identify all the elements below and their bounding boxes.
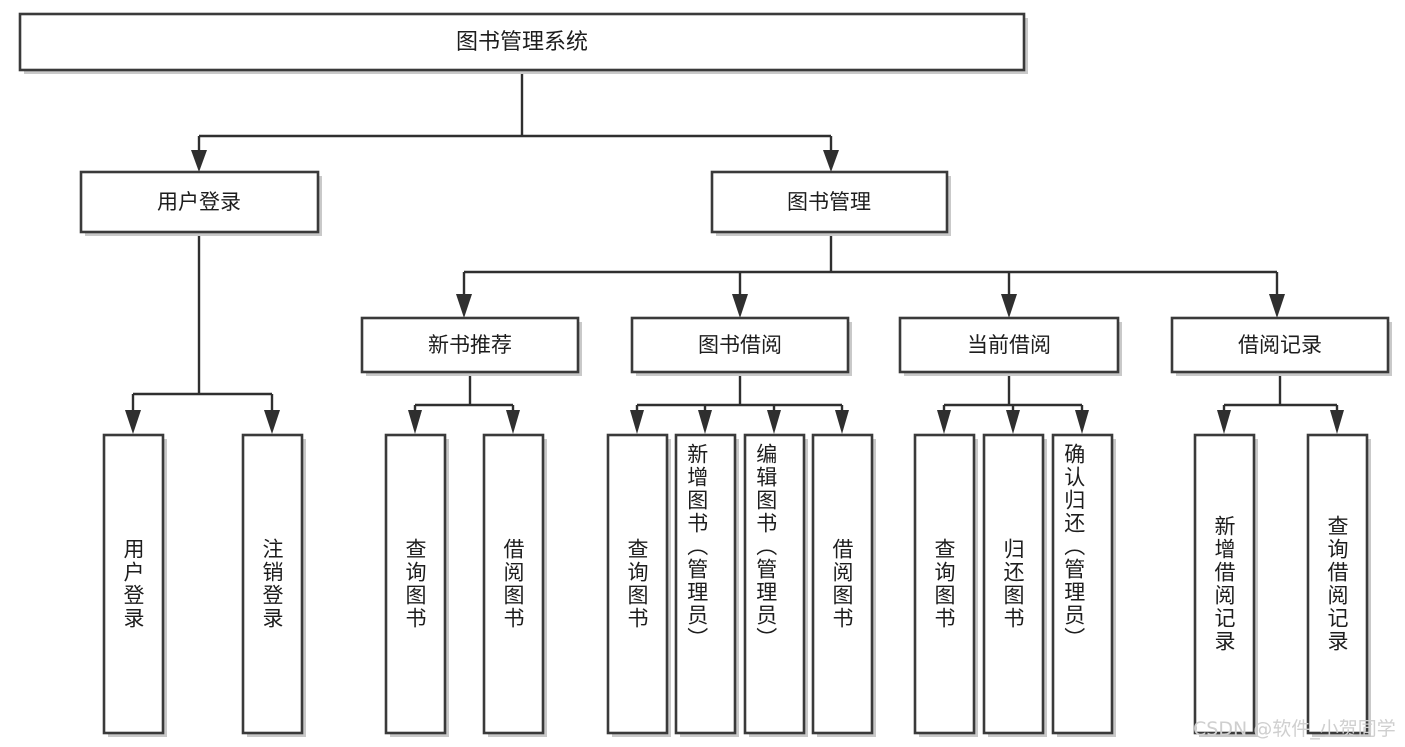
arrow-current-borrow-leaf-1 bbox=[937, 410, 951, 434]
arrow-to-current-borrow bbox=[1001, 294, 1017, 318]
leaf-current-borrow-2[interactable]: 归还图书 bbox=[982, 433, 1047, 737]
arrow-to-book-management bbox=[823, 150, 839, 172]
node-new-book-recommend[interactable]: 新书推荐 bbox=[360, 316, 582, 376]
leaf-label: 查询图书 bbox=[403, 538, 427, 630]
leaf-current-borrow-1[interactable]: 查询图书 bbox=[913, 433, 978, 737]
book-borrow-label: 图书借阅 bbox=[698, 333, 782, 357]
book-management-label: 图书管理 bbox=[787, 190, 871, 214]
leaf-box bbox=[1051, 433, 1114, 735]
arrow-borrow-record-leaf-1 bbox=[1217, 410, 1231, 434]
user-login-box bbox=[79, 170, 320, 234]
leaf-label: 查询借阅记录 bbox=[1325, 515, 1349, 653]
leaf-box bbox=[384, 433, 447, 735]
arrow-to-borrow-record bbox=[1269, 294, 1285, 318]
arrow-book-borrow-leaf-4 bbox=[835, 410, 849, 434]
borrow-record-label: 借阅记录 bbox=[1238, 333, 1322, 357]
leaf-book-borrow-2[interactable]: 新增图书（管理员） bbox=[674, 433, 739, 737]
leaf-user-login-2[interactable]: 注销登录 bbox=[241, 433, 306, 737]
leaf-box bbox=[982, 433, 1045, 735]
arrow-book-borrow-leaf-2 bbox=[698, 410, 712, 434]
leaf-new-book-recommend-1[interactable]: 查询图书 bbox=[384, 433, 449, 737]
leaf-box bbox=[482, 433, 545, 735]
leaf-box bbox=[1306, 433, 1369, 735]
node-root-system[interactable]: 图书管理系统 bbox=[18, 12, 1028, 74]
new-book-recommend-label: 新书推荐 bbox=[428, 333, 512, 357]
leaf-box bbox=[743, 433, 806, 735]
leaf-user-login-1[interactable]: 用户登录 bbox=[102, 433, 167, 737]
leaf-book-borrow-4[interactable]: 借阅图书 bbox=[811, 433, 876, 737]
leaf-label: 注销登录 bbox=[260, 538, 284, 630]
leaf-borrow-record-2[interactable]: 查询借阅记录 bbox=[1306, 433, 1371, 737]
new-book-box bbox=[360, 316, 580, 374]
arrow-to-user-login bbox=[191, 150, 207, 172]
arrow-current-borrow-leaf-3 bbox=[1075, 410, 1089, 434]
user-login-label: 用户登录 bbox=[157, 190, 241, 214]
node-user-login[interactable]: 用户登录 bbox=[79, 170, 322, 236]
leaf-label: 借阅图书 bbox=[830, 538, 854, 630]
root-label: 图书管理系统 bbox=[456, 30, 588, 55]
leaf-box bbox=[674, 433, 737, 735]
leaf-current-borrow-3[interactable]: 确认归还（管理员） bbox=[1051, 433, 1116, 737]
leaf-book-borrow-1[interactable]: 查询图书 bbox=[606, 433, 671, 737]
arrow-to-book-borrow bbox=[732, 294, 748, 318]
root-box bbox=[18, 12, 1026, 72]
leaf-label: 确认归还（管理员） bbox=[1062, 443, 1086, 650]
leaf-label: 新增图书（管理员） bbox=[685, 443, 709, 650]
borrow-record-box bbox=[1170, 316, 1390, 374]
arrow-new-book-leaf-1 bbox=[408, 410, 422, 434]
current-borrow-box bbox=[898, 316, 1120, 374]
leaf-label: 新增借阅记录 bbox=[1212, 515, 1236, 653]
node-current-borrow[interactable]: 当前借阅 bbox=[898, 316, 1122, 376]
node-book-management[interactable]: 图书管理 bbox=[710, 170, 951, 236]
leaf-label: 借阅图书 bbox=[501, 538, 525, 630]
csdn-watermark: CSDN @软件_小贺同学 bbox=[1193, 718, 1396, 740]
leaf-label: 用户登录 bbox=[121, 538, 145, 630]
node-book-borrow[interactable]: 图书借阅 bbox=[630, 316, 852, 376]
leaf-label: 查询图书 bbox=[625, 538, 649, 630]
leaf-label: 查询图书 bbox=[932, 538, 956, 630]
arrow-book-borrow-leaf-1 bbox=[630, 410, 644, 434]
leaf-book-borrow-3[interactable]: 编辑图书（管理员） bbox=[743, 433, 808, 737]
current-borrow-label: 当前借阅 bbox=[967, 333, 1051, 357]
leaf-label: 编辑图书（管理员） bbox=[754, 443, 778, 650]
leaf-new-book-recommend-2[interactable]: 借阅图书 bbox=[482, 433, 547, 737]
arrow-new-book-leaf-2 bbox=[506, 410, 520, 434]
leaf-box bbox=[102, 433, 165, 735]
arrow-current-borrow-leaf-2 bbox=[1006, 410, 1020, 434]
book-borrow-box bbox=[630, 316, 850, 374]
leaf-box bbox=[811, 433, 874, 735]
leaf-box bbox=[241, 433, 304, 735]
arrow-borrow-record-leaf-2 bbox=[1330, 410, 1344, 434]
book-management-box bbox=[710, 170, 949, 234]
arrow-user-login-leaf-2 bbox=[264, 410, 280, 434]
node-borrow-record[interactable]: 借阅记录 bbox=[1170, 316, 1392, 376]
leaf-box bbox=[913, 433, 976, 735]
connector-layer bbox=[125, 70, 1344, 434]
arrow-user-login-leaf-1 bbox=[125, 410, 141, 434]
leaf-borrow-record-1[interactable]: 新增借阅记录 bbox=[1193, 433, 1258, 737]
leaf-label: 归还图书 bbox=[1001, 538, 1025, 630]
leaf-box bbox=[1193, 433, 1256, 735]
arrow-to-new-book-recommend bbox=[456, 294, 472, 318]
arrow-book-borrow-leaf-3 bbox=[767, 410, 781, 434]
leaf-box bbox=[606, 433, 669, 735]
